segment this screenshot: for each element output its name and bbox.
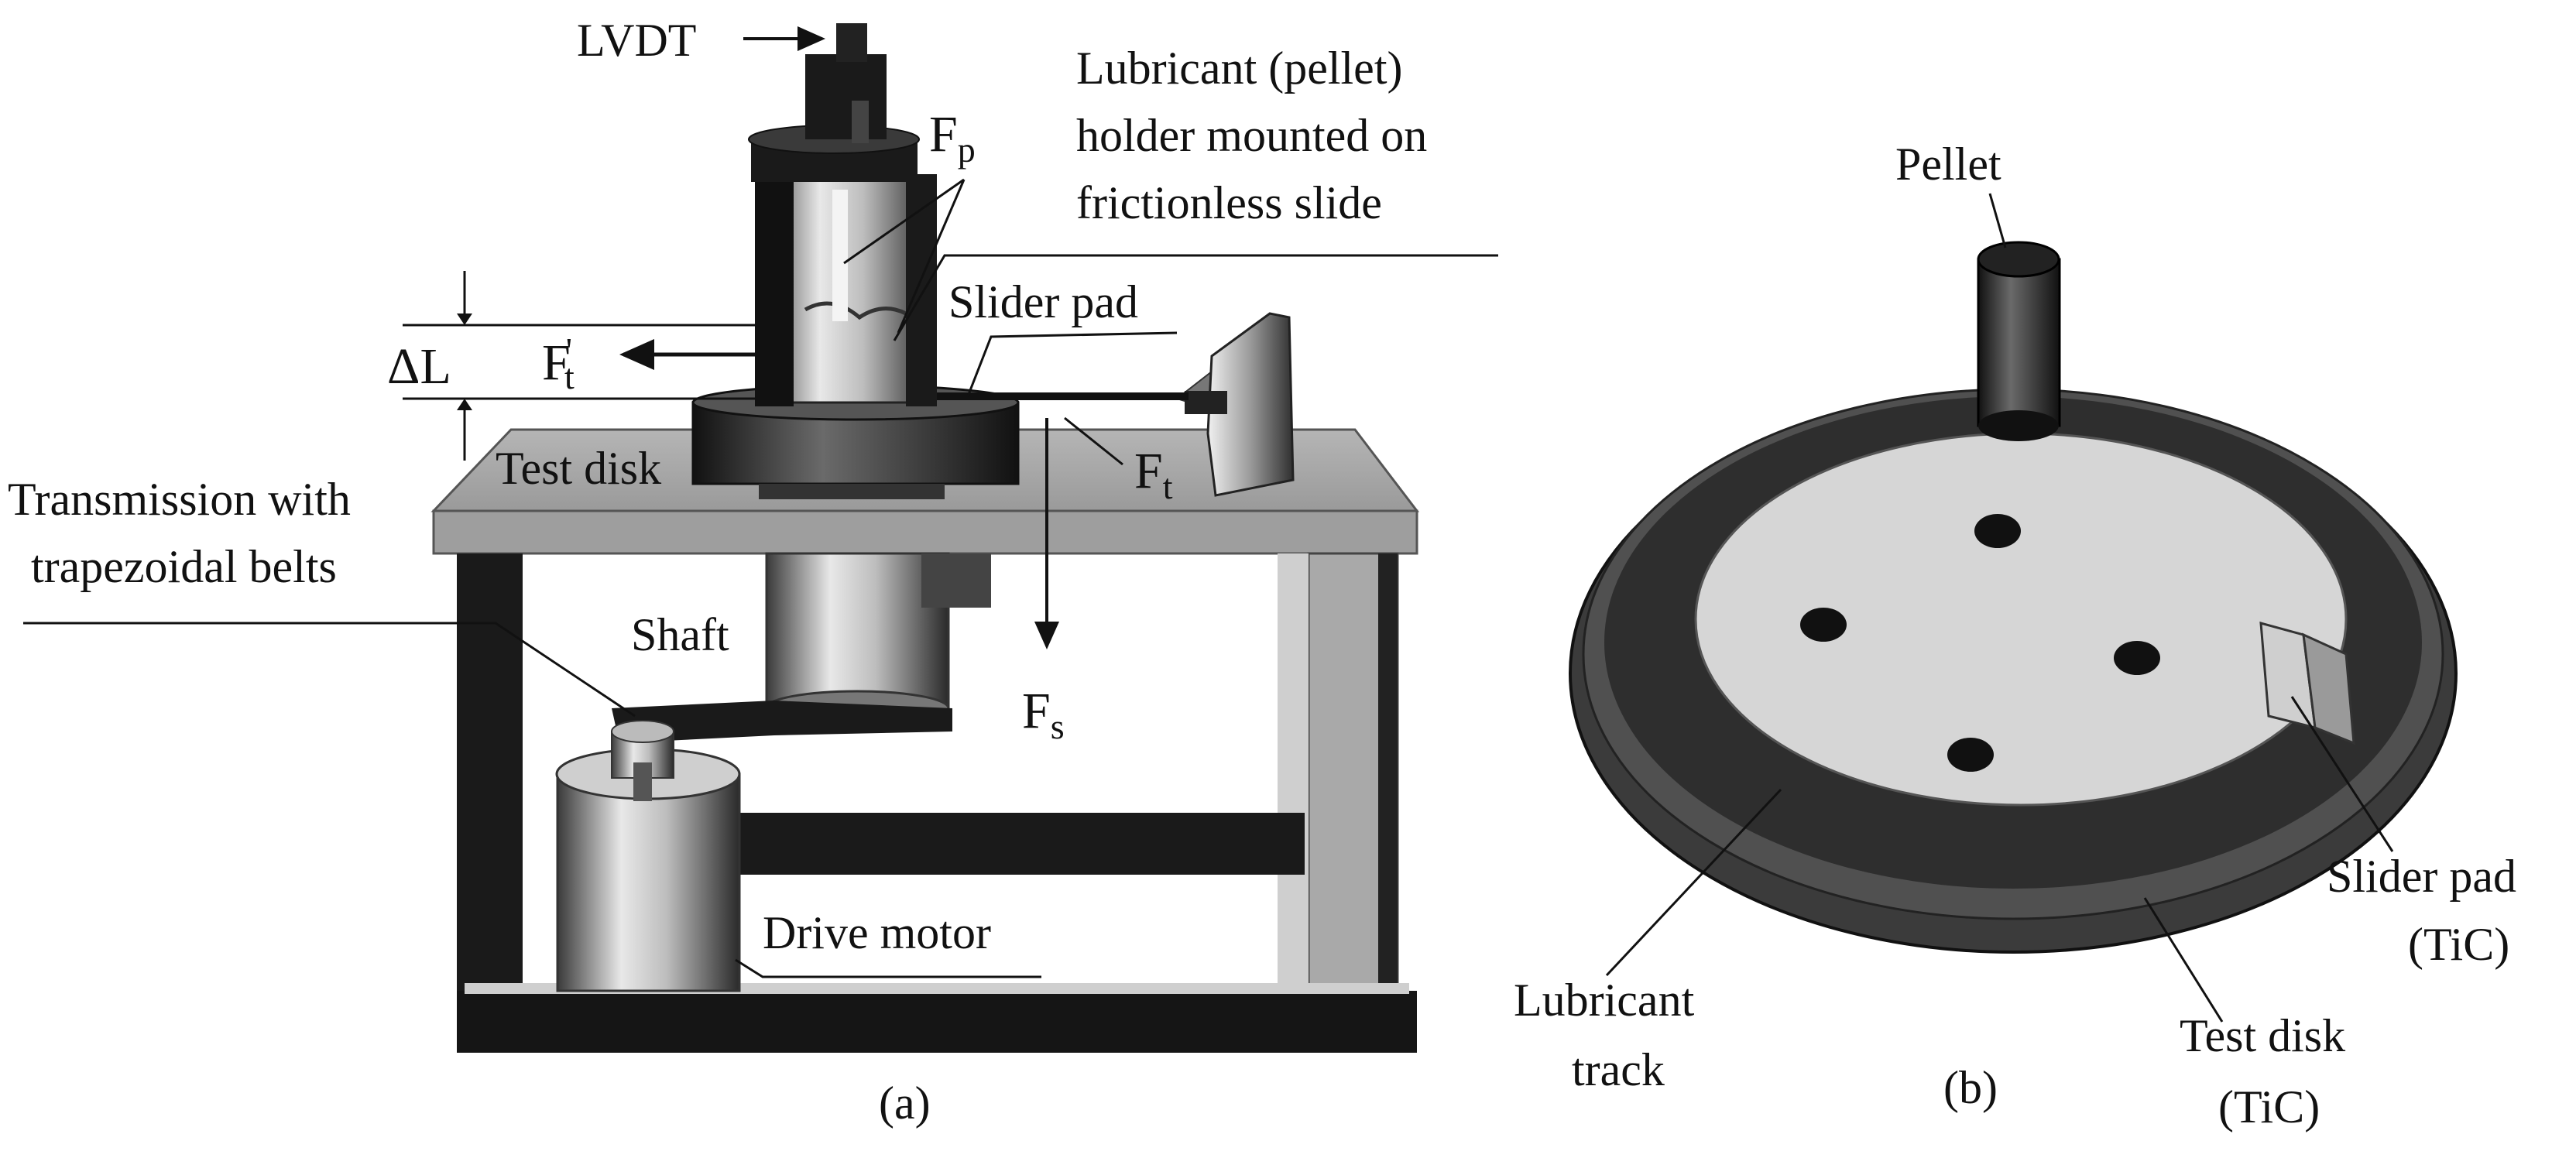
lubricant-leader bbox=[1605, 788, 1782, 977]
ft-prime-label: F't bbox=[542, 331, 575, 396]
shaft-housing bbox=[764, 552, 991, 727]
test-disk-b-leader bbox=[2143, 897, 2224, 1023]
transmission-belt bbox=[612, 701, 952, 743]
test-disk-b-label-line2: (TiC) bbox=[2218, 1081, 2320, 1132]
pellet-label: Pellet bbox=[1895, 139, 2001, 190]
transmission-label-line1: Transmission with bbox=[8, 474, 351, 525]
slider-pad-leader bbox=[966, 331, 1178, 397]
test-rig-table bbox=[430, 428, 1420, 1053]
figure-a: ΔL F't LVDT Fp Lubricant (pellet) holder… bbox=[8, 15, 1498, 1129]
slider-pad-bracket bbox=[1175, 312, 1295, 497]
drive-motor bbox=[555, 720, 741, 992]
ft-leader bbox=[1064, 416, 1123, 466]
delta-l-dimension: ΔL bbox=[387, 271, 755, 461]
holder-leader bbox=[893, 254, 1498, 341]
fp-leader-1 bbox=[843, 178, 965, 265]
caption-b: (b) bbox=[1943, 1062, 1998, 1113]
drive-motor-label: Drive motor bbox=[763, 907, 991, 958]
test-disk-label: Test disk bbox=[496, 443, 661, 494]
slider-pad-b-leader bbox=[2290, 696, 2394, 852]
shaft-label: Shaft bbox=[631, 609, 729, 660]
lubricant-label-line1: Lubricant bbox=[1514, 975, 1695, 1026]
lubricant-label-line2: track bbox=[1572, 1044, 1665, 1095]
holder-label-line1: Lubricant (pellet) bbox=[1076, 43, 1402, 94]
caption-a: (a) bbox=[879, 1077, 931, 1129]
slider-pad-label: Slider pad bbox=[948, 276, 1138, 327]
fp-leader-2 bbox=[897, 179, 966, 334]
slider-pad-b-label-line2: (TiC) bbox=[2408, 919, 2509, 970]
slider-pad-b-label-line1: Slider pad bbox=[2327, 851, 2516, 902]
transmission-leader bbox=[23, 622, 636, 718]
pellet-b bbox=[1977, 241, 2061, 441]
pellet-holder bbox=[748, 125, 937, 406]
fp-label: Fp bbox=[929, 106, 976, 170]
ft-label: Ft bbox=[1134, 443, 1173, 506]
drive-motor-leader bbox=[735, 958, 1041, 978]
figure-b: Pellet Slider pad (TiC) Test disk (TiC) … bbox=[1514, 139, 2516, 1132]
lvdt-label: LVDT bbox=[577, 15, 696, 66]
delta-l-label: ΔL bbox=[387, 338, 451, 395]
slider-pad-b bbox=[2259, 621, 2355, 745]
lvdt-sensor bbox=[805, 23, 887, 143]
test-disk-b-label-line1: Test disk bbox=[2180, 1010, 2345, 1061]
transmission-label-line2: trapezoidal belts bbox=[31, 541, 337, 592]
holder-label-line3: frictionless slide bbox=[1076, 177, 1382, 228]
test-disk-b bbox=[1569, 388, 2458, 954]
holder-label-line2: holder mounted on bbox=[1076, 110, 1427, 161]
pellet-leader bbox=[1988, 193, 2007, 248]
fs-label: Fs bbox=[1022, 683, 1065, 746]
